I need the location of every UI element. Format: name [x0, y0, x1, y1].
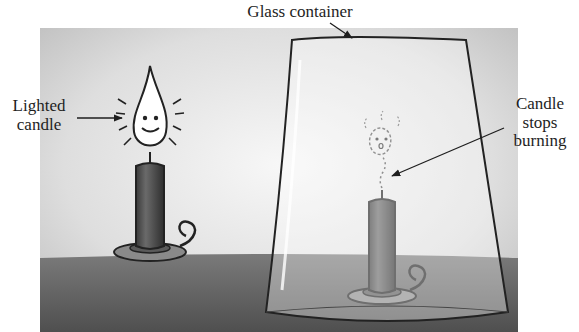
flame-eye	[154, 116, 158, 120]
flame-rays	[116, 99, 184, 145]
flame-eye	[143, 116, 147, 120]
flame-smile	[142, 128, 159, 132]
leader-line	[392, 128, 504, 176]
glass-rim	[266, 306, 508, 312]
part-label: Lighted candle	[3, 97, 75, 134]
glass-container	[266, 37, 508, 321]
part-label: Glass container	[247, 3, 352, 22]
candle-wick	[149, 152, 151, 163]
part-label: Candle stops burning	[505, 95, 575, 151]
lighted-candle	[114, 66, 195, 261]
glass-highlight	[282, 60, 300, 290]
holder-handle	[179, 222, 195, 246]
candle-wax	[136, 163, 164, 249]
background-panel	[40, 28, 518, 332]
candle-flame	[134, 66, 167, 146]
leader-line	[330, 23, 352, 38]
leader-line	[77, 117, 122, 118]
